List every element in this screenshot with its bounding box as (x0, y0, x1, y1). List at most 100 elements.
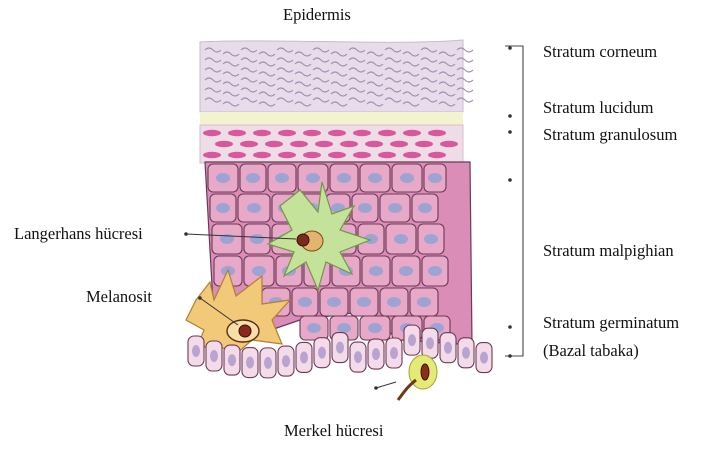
keratohyalin-granule (303, 152, 321, 158)
keratohyalin-granule (378, 152, 396, 158)
keratohyalin-granule (415, 141, 433, 147)
basal-nucleus (390, 347, 398, 359)
keratinocyte-nucleus (247, 203, 261, 213)
keratinocyte-nucleus (428, 173, 442, 183)
stratum-granulosum-layer (200, 125, 463, 163)
basal-nucleus (426, 337, 434, 349)
keratinocyte-nucleus (357, 297, 371, 307)
keratinocyte-nucleus (337, 173, 351, 183)
keratohyalin-granule (240, 141, 258, 147)
label-stratum-germinatum: Stratum germinatum (543, 315, 679, 332)
keratohyalin-granule (253, 152, 271, 158)
basal-nucleus (354, 351, 362, 363)
keratinocyte-nucleus (252, 266, 266, 276)
layer-bracket (505, 46, 523, 358)
merkel-nucleus (421, 364, 429, 380)
keratinocyte-nucleus (368, 323, 382, 333)
keratohyalin-granule (278, 152, 296, 158)
label-bazal-tabaka: (Bazal tabaka) (543, 343, 639, 360)
basal-nucleus (192, 345, 200, 357)
keratinocyte-nucleus (327, 297, 341, 307)
keratinocyte-nucleus (337, 323, 351, 333)
keratohyalin-granule (328, 130, 346, 136)
keratinocyte-nucleus (428, 266, 442, 276)
keratinocyte-nucleus (358, 203, 372, 213)
keratohyalin-granule (253, 130, 271, 136)
bracket-dot (508, 46, 512, 50)
keratohyalin-granule (290, 141, 308, 147)
keratohyalin-granule (215, 141, 233, 147)
bracket-dot (508, 354, 512, 358)
pointer-dot (184, 232, 188, 236)
keratinocyte-nucleus (394, 234, 408, 244)
label-stratum-granulosum: Stratum granulosum (543, 127, 677, 144)
keratohyalin-granule (428, 152, 446, 158)
bracket-line (505, 46, 523, 356)
keratinocyte-nucleus (400, 173, 414, 183)
keratinocyte-nucleus (417, 297, 431, 307)
keratinocyte-nucleus (250, 234, 264, 244)
merkel-nerve (398, 380, 416, 400)
basal-nucleus (318, 347, 326, 359)
keratohyalin-granule (378, 130, 396, 136)
keratinocyte-nucleus (275, 173, 289, 183)
stratum-corneum-layer (200, 40, 473, 112)
bracket-dot (508, 114, 512, 118)
keratinocyte-nucleus (307, 323, 321, 333)
merkel-cell (398, 355, 437, 400)
keratinocyte-nucleus (246, 173, 260, 183)
basal-nucleus (372, 348, 380, 360)
keratohyalin-granule (328, 152, 346, 158)
keratohyalin-granule (303, 130, 321, 136)
basal-nucleus (336, 342, 344, 354)
keratohyalin-granule (203, 152, 221, 158)
keratohyalin-granule (265, 141, 283, 147)
basal-nucleus (408, 334, 416, 346)
basal-nucleus (210, 350, 218, 362)
keratohyalin-granule (440, 141, 458, 147)
keratohyalin-granule (228, 130, 246, 136)
label-merkel-cell: Merkel hücresi (284, 423, 383, 440)
keratinocyte-nucleus (418, 203, 432, 213)
keratohyalin-granule (278, 130, 296, 136)
merkel-pointer (376, 382, 396, 388)
basal-nucleus (300, 351, 308, 363)
label-stratum-lucidum: Stratum lucidum (543, 100, 653, 117)
keratohyalin-granule (340, 141, 358, 147)
keratohyalin-granule (203, 130, 221, 136)
bracket-dot (508, 178, 512, 182)
keratinocyte-nucleus (368, 173, 382, 183)
keratinocyte-nucleus (216, 173, 230, 183)
basal-nucleus (246, 357, 254, 369)
bracket-dot (508, 130, 512, 134)
keratohyalin-granule (228, 152, 246, 158)
keratohyalin-granule (390, 141, 408, 147)
keratinocyte-nucleus (306, 173, 320, 183)
basal-nucleus (282, 355, 290, 367)
label-melanocyte: Melanosit (86, 289, 152, 306)
keratinocyte-nucleus (369, 266, 383, 276)
keratohyalin-granule (353, 130, 371, 136)
keratohyalin-granule (428, 130, 446, 136)
pointer-dot (374, 386, 378, 390)
stratum-lucidum-layer (200, 112, 463, 126)
keratinocyte-nucleus (216, 203, 230, 213)
diagram-title: Epidermis (283, 7, 351, 24)
keratinocyte-nucleus (387, 297, 401, 307)
basal-nucleus (480, 352, 488, 364)
corneum-band (200, 40, 463, 112)
lucidum-band (200, 112, 463, 126)
keratinocyte-nucleus (424, 234, 438, 244)
basal-nucleus (264, 357, 272, 369)
basal-nucleus (228, 354, 236, 366)
keratinocyte-nucleus (399, 266, 413, 276)
keratinocyte-nucleus (388, 203, 402, 213)
langerhans-nucleus (297, 234, 309, 246)
label-langerhans-cell: Langerhans hücresi (14, 226, 143, 243)
melanocyte-nucleus (239, 325, 251, 337)
keratohyalin-granule (403, 130, 421, 136)
basal-nucleus (462, 347, 470, 359)
basal-nucleus (444, 342, 452, 354)
